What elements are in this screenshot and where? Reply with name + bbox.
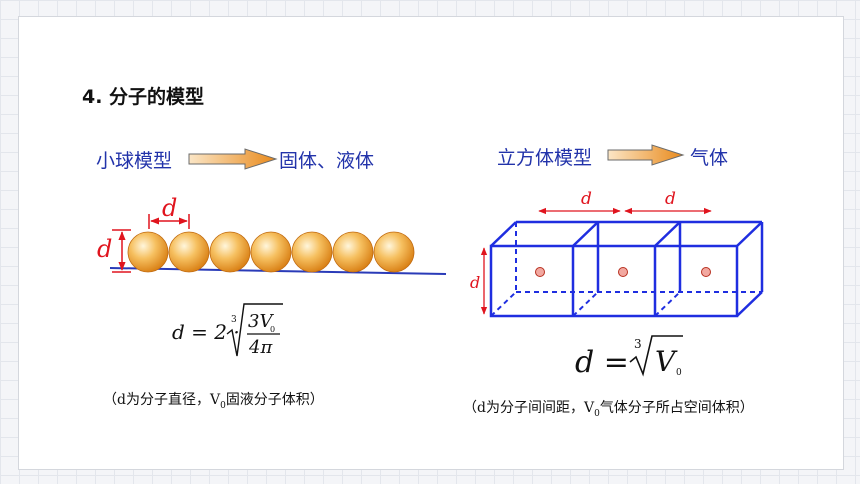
cube-formula-prefix: d = <box>575 345 629 380</box>
sphere-formula: d = 2 · 3 3V 0 4π <box>172 303 283 358</box>
sphere-model-label: 小球模型 <box>96 150 173 172</box>
section-heading: 4. 分子的模型 <box>82 86 205 108</box>
molecule-sphere <box>209 231 251 273</box>
left-model-arrow <box>188 148 278 170</box>
cube-row <box>489 220 764 318</box>
cube-d-top-label-2: d <box>665 189 676 209</box>
gas-molecules <box>535 267 711 277</box>
cube-dimension-marks <box>480 207 712 315</box>
molecule-sphere <box>373 231 415 273</box>
right-model-arrow <box>607 144 685 166</box>
sphere-formula-denominator: 4π <box>248 337 273 358</box>
gas-label: 气体 <box>690 147 729 169</box>
cube-formula: d = 3 V 0 <box>575 335 683 380</box>
molecule-sphere <box>332 231 374 273</box>
molecule-sphere <box>250 231 292 273</box>
cube-caption: （d为分子间间距，V0气体分子所占空间体积） <box>463 400 754 419</box>
cube-model-label: 立方体模型 <box>497 147 593 169</box>
solid-liquid-label: 固体、液体 <box>279 150 375 172</box>
sphere-formula-numerator: 3V <box>248 311 274 332</box>
cube-formula-radicand-sub: 0 <box>676 368 682 378</box>
cube-formula-radicand: V <box>655 345 678 378</box>
sphere-d-side-label: d <box>97 235 112 263</box>
molecule-sphere <box>127 231 169 273</box>
molecule-sphere <box>291 231 333 273</box>
cube-hidden-edges <box>490 222 762 317</box>
gas-molecule-dot <box>618 267 628 277</box>
sphere-dimension-marks <box>112 214 190 273</box>
cube-d-side-label: d <box>470 273 480 292</box>
gas-molecule-dot <box>535 267 545 277</box>
cube-d-top-label-1: d <box>581 189 592 209</box>
sphere-d-top-label: d <box>162 194 177 222</box>
sphere-formula-root-index: 3 <box>231 315 237 325</box>
sphere-formula-numerator-sub: 0 <box>270 325 275 334</box>
sphere-row <box>127 231 415 273</box>
cube-formula-root-index: 3 <box>634 337 642 351</box>
gas-molecule-dot <box>701 267 711 277</box>
molecule-sphere <box>168 231 210 273</box>
sphere-caption: （d为分子直径，V0固液分子体积） <box>103 392 324 411</box>
